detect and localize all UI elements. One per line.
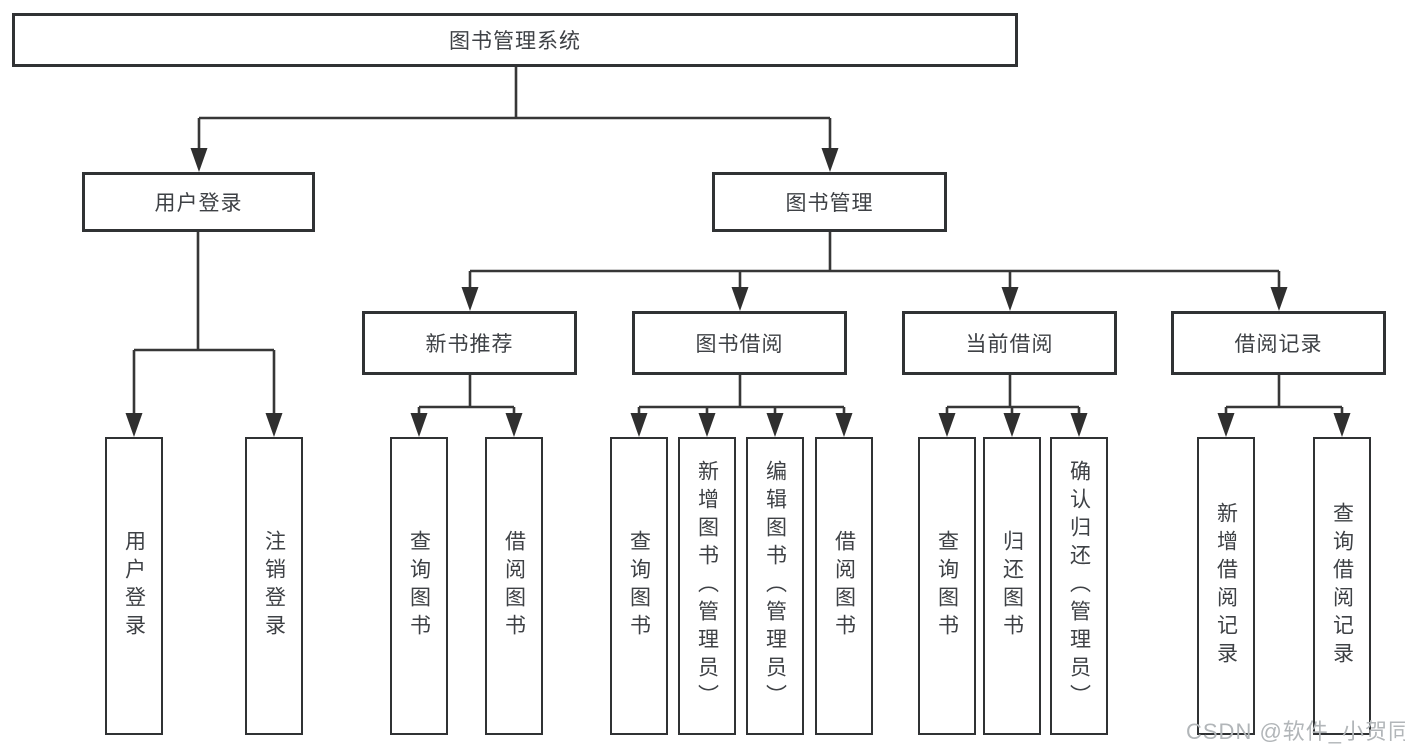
node-current-borrow-label: 当前借阅 — [965, 333, 1054, 356]
leaf-borrow-books-recommend-label: 借阅图书 — [502, 530, 526, 642]
leaf-add-borrow-record-label: 新增借阅记录 — [1214, 502, 1238, 670]
node-root: 图书管理系统 — [12, 13, 1018, 67]
leaf-borrow-books-recommend: 借阅图书 — [485, 437, 543, 735]
node-root-label: 图书管理系统 — [449, 30, 581, 53]
leaf-user-login-label: 用户登录 — [122, 530, 146, 642]
leaf-borrow-books-label: 借阅图书 — [832, 530, 856, 642]
watermark: CSDN @软件_小贺同学 — [1186, 719, 1405, 744]
leaf-search-books-current-label: 查询图书 — [935, 530, 959, 642]
leaf-confirm-return-admin-label: 确认归还（管理员） — [1067, 460, 1091, 712]
node-new-book-recommend: 新书推荐 — [362, 311, 577, 375]
node-new-book-recommend-label: 新书推荐 — [425, 333, 514, 356]
leaf-add-book-admin-label: 新增图书（管理员） — [695, 460, 719, 712]
leaf-search-borrow-record: 查询借阅记录 — [1313, 437, 1371, 735]
leaf-search-books-recommend-label: 查询图书 — [407, 530, 431, 642]
node-book-management-label: 图书管理 — [785, 192, 874, 215]
leaf-return-books: 归还图书 — [983, 437, 1041, 735]
leaf-edit-book-admin: 编辑图书（管理员） — [746, 437, 804, 735]
leaf-search-books-borrow-label: 查询图书 — [627, 530, 651, 642]
edge-root-split — [197, 67, 832, 150]
node-current-borrow: 当前借阅 — [902, 311, 1117, 375]
leaf-search-books-borrow: 查询图书 — [610, 437, 668, 735]
edge-book-borrow-split — [637, 375, 846, 418]
edge-borrow-records-split — [1224, 375, 1344, 418]
leaf-add-borrow-record: 新增借阅记录 — [1197, 437, 1255, 735]
leaf-edit-book-admin-label: 编辑图书（管理员） — [763, 460, 787, 712]
node-book-management: 图书管理 — [712, 172, 947, 232]
node-borrow-records: 借阅记录 — [1171, 311, 1386, 375]
leaf-return-books-label: 归还图书 — [1000, 530, 1024, 642]
node-borrow-records-label: 借阅记录 — [1234, 333, 1323, 356]
edge-new-book-split — [417, 375, 516, 418]
leaf-logout-login-label: 注销登录 — [262, 530, 286, 642]
leaf-confirm-return-admin: 确认归还（管理员） — [1050, 437, 1108, 735]
leaf-user-login: 用户登录 — [105, 437, 163, 735]
node-book-borrow-label: 图书借阅 — [695, 333, 784, 356]
node-book-borrow: 图书借阅 — [632, 311, 847, 375]
leaf-add-book-admin: 新增图书（管理员） — [678, 437, 736, 735]
node-user-login-branch: 用户登录 — [82, 172, 315, 232]
leaf-logout-login: 注销登录 — [245, 437, 303, 735]
edge-user-login-split — [132, 232, 276, 416]
edge-book-management-split — [468, 232, 1281, 290]
leaf-search-borrow-record-label: 查询借阅记录 — [1330, 502, 1354, 670]
edge-current-borrow-split — [945, 375, 1081, 418]
leaf-search-books-current: 查询图书 — [918, 437, 976, 735]
node-user-login-branch-label: 用户登录 — [154, 192, 243, 215]
leaf-search-books-recommend: 查询图书 — [390, 437, 448, 735]
leaf-borrow-books: 借阅图书 — [815, 437, 873, 735]
